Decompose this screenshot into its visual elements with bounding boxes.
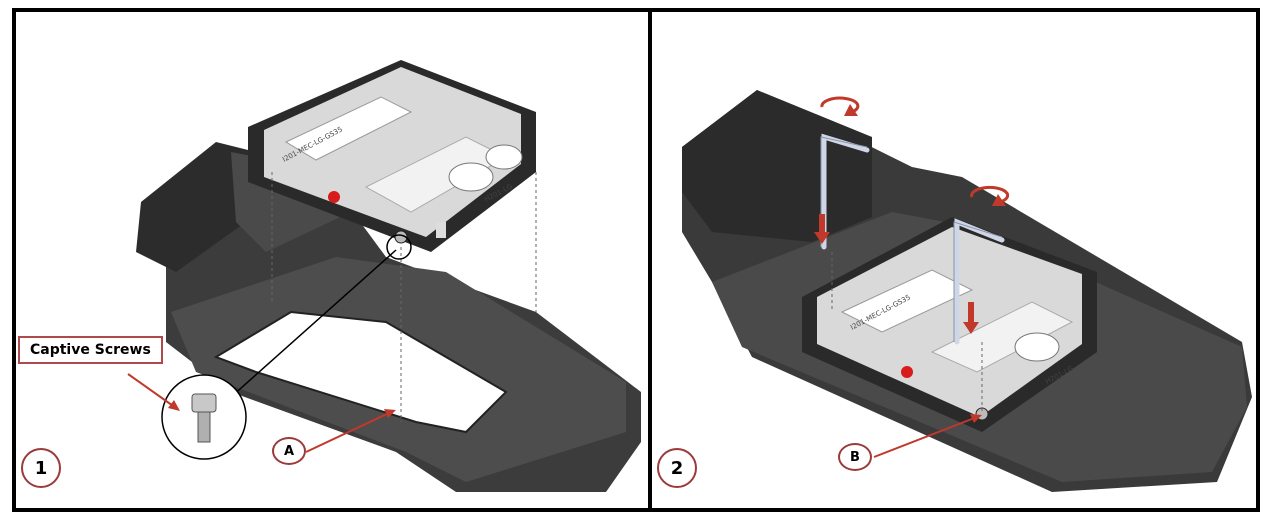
rotate-arrow-2	[970, 185, 1010, 204]
point-a-leader	[305, 411, 392, 453]
label-leader	[127, 373, 177, 409]
captive-screws-label: Captive Screws	[18, 336, 163, 364]
magnifier-leader	[230, 249, 397, 398]
insert-holder	[802, 217, 1097, 432]
stage-front-body	[136, 142, 256, 272]
stage-window	[213, 310, 508, 434]
down-arrow-1	[819, 214, 825, 234]
step-2-number: 2	[657, 448, 697, 488]
screw-shaft	[197, 411, 211, 443]
hex-keys	[821, 133, 1005, 345]
screw-head	[191, 393, 217, 413]
hex-key-outlines	[820, 136, 1003, 342]
step-1-number: 1	[21, 448, 61, 488]
rotate-arrow-1	[820, 96, 860, 114]
point-a-callout: A	[272, 437, 306, 465]
point-b-leader	[873, 416, 978, 458]
down-arrow-2	[968, 302, 974, 324]
screw-highlight	[386, 234, 412, 260]
insert-holder	[248, 60, 536, 252]
alignment-guides	[831, 252, 983, 412]
point-b-callout: B	[838, 443, 872, 471]
alignment-guides	[271, 172, 537, 422]
